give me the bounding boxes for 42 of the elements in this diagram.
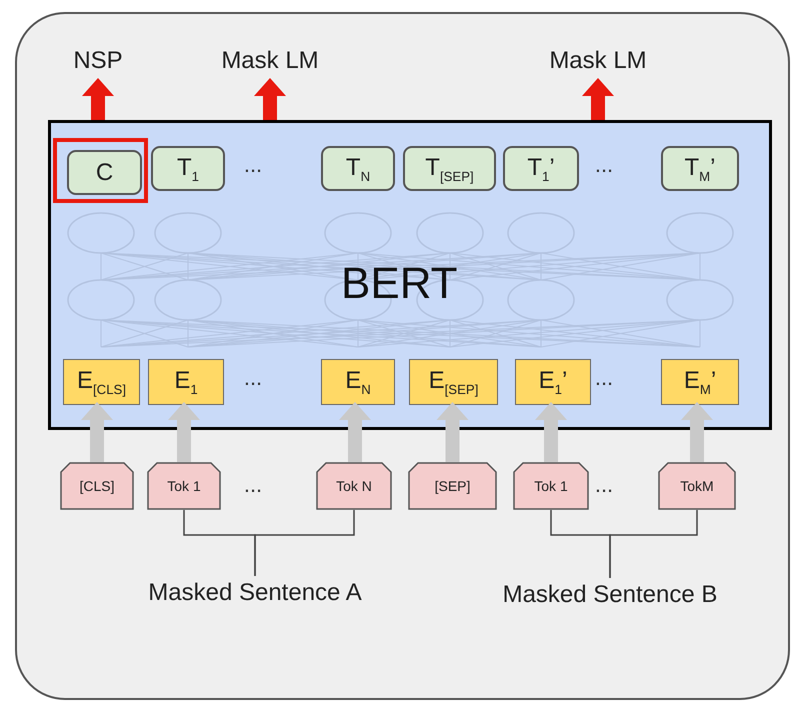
arrow — [436, 402, 468, 462]
arrow — [681, 402, 713, 462]
output-token-box: T$_{1}$’ — [503, 146, 579, 191]
task-label: Mask LM — [205, 44, 335, 78]
output-token-box: T$_{M}$’ — [661, 146, 739, 191]
connector-line — [609, 510, 698, 578]
ellipsis-text: ... — [594, 472, 614, 498]
input-token-box: TokM — [658, 462, 736, 510]
input-token-box: Tok 1 — [147, 462, 221, 510]
ellipsis-text: ... — [594, 152, 614, 178]
output-token-box: T$_{1}$ — [151, 146, 225, 191]
arrow — [582, 78, 614, 120]
output-token-box: C — [67, 150, 142, 195]
arrow — [535, 402, 567, 462]
embedding-box: E$_{N}$ — [321, 359, 395, 405]
task-label: NSP — [60, 44, 136, 78]
input-token-box: [SEP] — [408, 462, 497, 510]
embedding-box: E$_{M}$’ — [661, 359, 739, 405]
sentence-label: Masked Sentence A — [115, 576, 395, 610]
embedding-box: E$_{[CLS]}$ — [63, 359, 140, 405]
highlight-box — [53, 138, 148, 203]
output-token-box: T$_{N}$ — [321, 146, 395, 191]
ellipsis-text: ... — [242, 152, 264, 178]
ellipsis-text: ... — [594, 365, 614, 391]
embedding-box: E$_{[SEP]}$ — [409, 359, 498, 405]
arrow — [254, 78, 286, 120]
embedding-box: E$_{1}$’ — [515, 359, 591, 405]
input-token-box: [CLS] — [60, 462, 134, 510]
task-label: Mask LM — [533, 44, 663, 78]
input-token-box: Tok N — [316, 462, 392, 510]
ellipsis-text: ... — [242, 365, 264, 391]
arrow — [168, 402, 200, 462]
ellipsis-text: ... — [242, 472, 264, 498]
input-token-box: Tok 1 — [513, 462, 589, 510]
arrow — [82, 78, 114, 120]
arrow — [339, 402, 371, 462]
model-title: BERT — [341, 259, 458, 309]
arrow — [81, 402, 113, 462]
output-token-box: T$_{[SEP]}$ — [403, 146, 496, 191]
embedding-box: E$_{1}$ — [148, 359, 224, 405]
sentence-label: Masked Sentence B — [470, 578, 750, 612]
connector-line — [254, 510, 355, 576]
